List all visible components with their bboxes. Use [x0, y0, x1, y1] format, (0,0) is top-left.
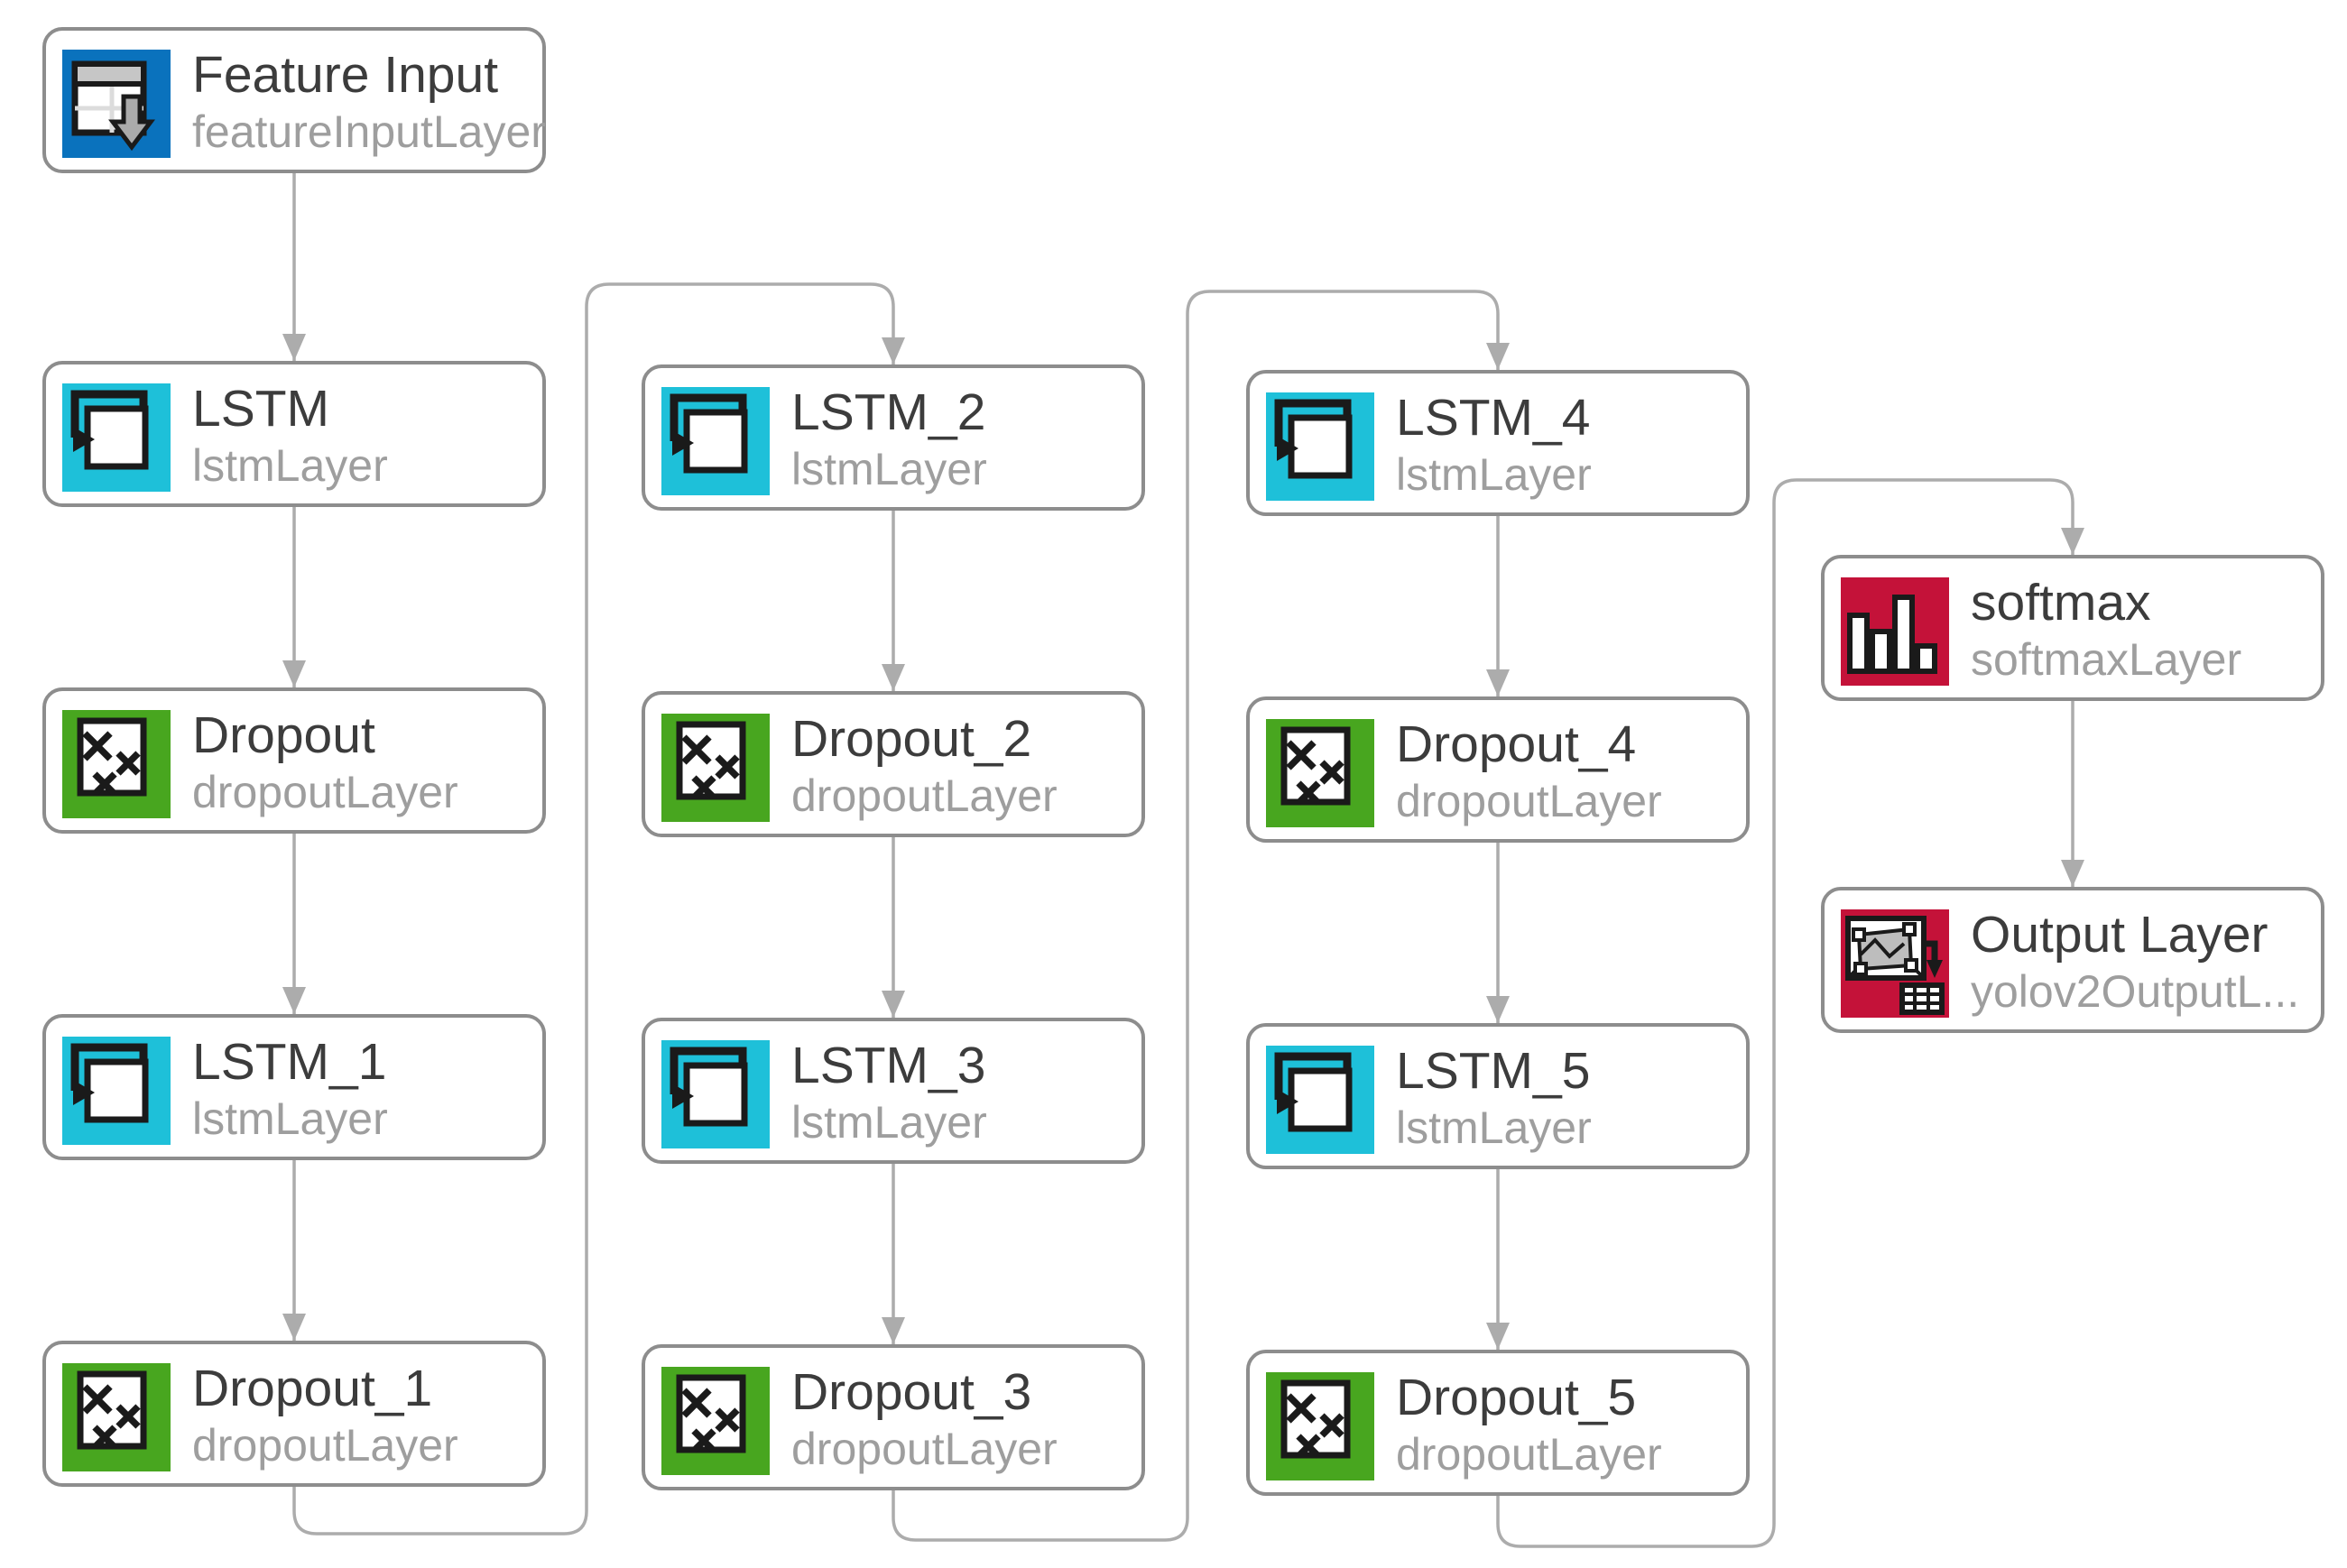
layer-type: dropoutLayer [791, 770, 1058, 821]
layer-title: Output Layer [1971, 906, 2268, 964]
dropout-icon [62, 1363, 171, 1471]
connection-dropout-3-to-lstm-4[interactable] [892, 290, 1510, 1542]
dropout-icon [62, 710, 171, 818]
node-dropout-4[interactable]: Dropout_4 dropoutLayer [1246, 696, 1750, 843]
layer-type: dropoutLayer [791, 1424, 1058, 1474]
layer-title: Dropout_5 [1396, 1369, 1637, 1426]
layer-title: Dropout_1 [192, 1360, 433, 1417]
connection-dropout-5-to-softmax[interactable] [1496, 478, 2084, 1548]
layer-title: Dropout_4 [1396, 715, 1637, 773]
layer-type: lstmLayer [192, 1093, 388, 1144]
lstm-icon [661, 387, 770, 495]
lstm-icon [661, 1040, 770, 1148]
node-dropout-3[interactable]: Dropout_3 dropoutLayer [642, 1344, 1145, 1490]
dropout-icon [661, 714, 770, 822]
layer-type: dropoutLayer [1396, 1429, 1662, 1480]
layer-type: featureInputLayer [192, 106, 546, 157]
lstm-icon [1266, 1046, 1374, 1154]
layer-type: dropoutLayer [192, 1420, 458, 1471]
node-lstm-5[interactable]: LSTM_5 lstmLayer [1246, 1023, 1750, 1169]
node-dropout-5[interactable]: Dropout_5 dropoutLayer [1246, 1350, 1750, 1496]
layer-type: lstmLayer [791, 1097, 987, 1148]
softmax-icon [1841, 577, 1949, 686]
node-dropout-1[interactable]: Dropout_1 dropoutLayer [42, 1341, 546, 1487]
node-lstm-1[interactable]: LSTM_1 lstmLayer [42, 1014, 546, 1160]
connection-dropout-1-to-lstm-2[interactable] [292, 282, 905, 1536]
layer-title: LSTM_2 [791, 383, 986, 441]
node-output-layer[interactable]: Output Layer yolov2OutputL... [1821, 887, 2324, 1033]
layer-title: softmax [1971, 574, 2151, 632]
layer-type: softmaxLayer [1971, 634, 2242, 685]
node-lstm-3[interactable]: LSTM_3 lstmLayer [642, 1018, 1145, 1164]
node-dropout[interactable]: Dropout dropoutLayer [42, 687, 546, 834]
layer-title: LSTM [192, 380, 330, 438]
dropout-icon [661, 1367, 770, 1475]
layer-title: LSTM_5 [1396, 1042, 1591, 1100]
node-softmax[interactable]: softmax softmaxLayer [1821, 555, 2324, 701]
layer-type: dropoutLayer [192, 767, 458, 817]
layer-title: Dropout [192, 706, 375, 764]
layer-title: Dropout_3 [791, 1363, 1032, 1421]
dropout-icon [1266, 1372, 1374, 1480]
node-lstm-2[interactable]: LSTM_2 lstmLayer [642, 364, 1145, 511]
node-feature-input[interactable]: Feature Input featureInputLayer [42, 27, 546, 173]
lstm-icon [1266, 392, 1374, 501]
layer-type: lstmLayer [791, 444, 987, 494]
lstm-icon [62, 1037, 171, 1145]
node-lstm[interactable]: LSTM lstmLayer [42, 361, 546, 507]
node-lstm-4[interactable]: LSTM_4 lstmLayer [1246, 370, 1750, 516]
layer-title: LSTM_4 [1396, 389, 1591, 447]
yolo-output-icon [1841, 909, 1949, 1018]
layer-type: lstmLayer [1396, 449, 1592, 500]
layer-type: lstmLayer [192, 440, 388, 491]
lstm-icon [62, 383, 171, 492]
feature-input-icon [62, 50, 171, 158]
layer-title: Feature Input [192, 46, 499, 104]
layer-title: LSTM_3 [791, 1037, 986, 1094]
layer-title: Dropout_2 [791, 710, 1032, 768]
layer-type: dropoutLayer [1396, 776, 1662, 826]
layer-type: lstmLayer [1396, 1102, 1592, 1153]
node-dropout-2[interactable]: Dropout_2 dropoutLayer [642, 691, 1145, 837]
dropout-icon [1266, 719, 1374, 827]
layer-title: LSTM_1 [192, 1033, 387, 1091]
layer-type: yolov2OutputL... [1971, 966, 2300, 1017]
